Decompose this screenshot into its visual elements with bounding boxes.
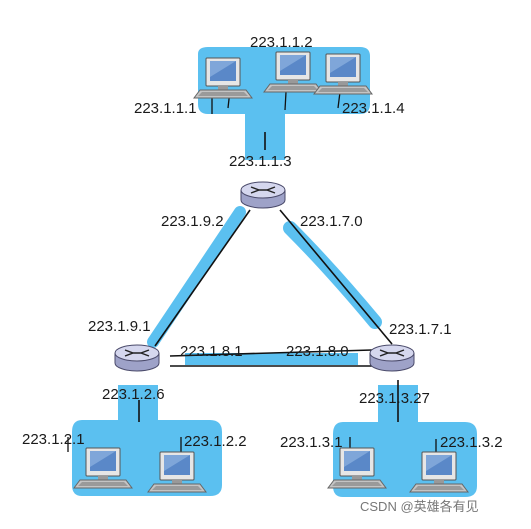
ip-label: 223.1.2.6 (102, 386, 165, 403)
ip-label: 223.1.8.0 (286, 343, 349, 360)
router-icon (369, 344, 415, 372)
link-top-right (279, 209, 393, 345)
link-highlights (147, 206, 382, 365)
ip-label: 223.1.7.1 (389, 321, 452, 338)
watermark-text: CSDN @英雄各有见 (360, 499, 479, 514)
ip-label: 223.1.2.2 (184, 433, 247, 450)
interface-labels: 223.1.1.1 223.1.1.2 223.1.1.4 223.1.1.3 … (22, 34, 503, 451)
ip-label: 223.1.1.2 (250, 34, 313, 51)
router-icon (240, 181, 286, 209)
link-highlight-left (147, 206, 246, 348)
ip-label: 223.1.1.4 (342, 100, 405, 117)
ip-label: 223.1.9.2 (161, 213, 224, 230)
ip-label: 223.1.9.1 (88, 318, 151, 335)
ip-label: 223.1.3.2 (440, 434, 503, 451)
ip-label: 223.1.1.1 (134, 100, 197, 117)
ip-label: 223.1.7.0 (300, 213, 363, 230)
link-left-right (169, 349, 373, 357)
ip-label: 223.1.2.1 (22, 431, 85, 448)
ip-label: 223.1.3.27 (359, 390, 430, 407)
ip-label: 223.1.8.1 (180, 343, 243, 360)
ip-label: 223.1.3.1 (280, 434, 343, 451)
link-top-left (154, 209, 251, 347)
router-icon (114, 344, 160, 372)
ip-label: 223.1.1.3 (229, 153, 292, 170)
